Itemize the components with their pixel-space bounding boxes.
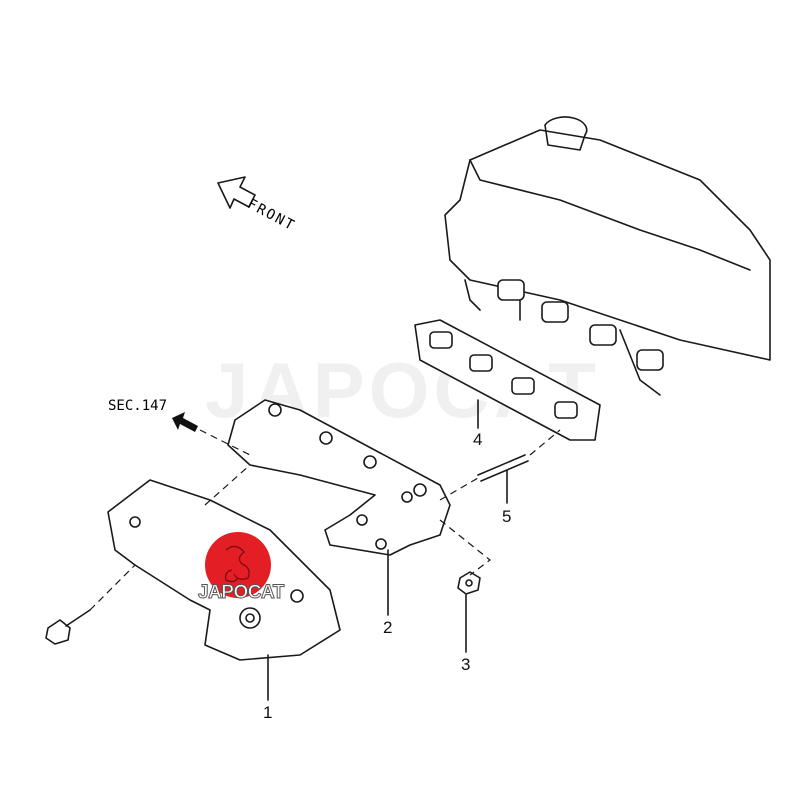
front-arrow-icon	[217, 176, 256, 209]
callout-3: 3	[461, 655, 471, 674]
nut	[457, 571, 481, 595]
bolt	[45, 609, 91, 645]
callout-1: 1	[263, 703, 273, 722]
logo-text: JAPOCAT	[198, 582, 285, 604]
callout-5: 5	[502, 507, 512, 526]
stud	[477, 454, 529, 482]
engine-block	[444, 116, 771, 396]
callout-4: 4	[473, 430, 483, 449]
leader-lines	[89, 399, 561, 701]
section-arrow-icon	[172, 412, 198, 432]
japocat-logo	[205, 532, 271, 598]
callout-2: 2	[383, 618, 393, 637]
exhaust-manifold	[227, 399, 451, 556]
gasket	[414, 319, 601, 441]
section-reference: SEC.147	[108, 398, 168, 414]
